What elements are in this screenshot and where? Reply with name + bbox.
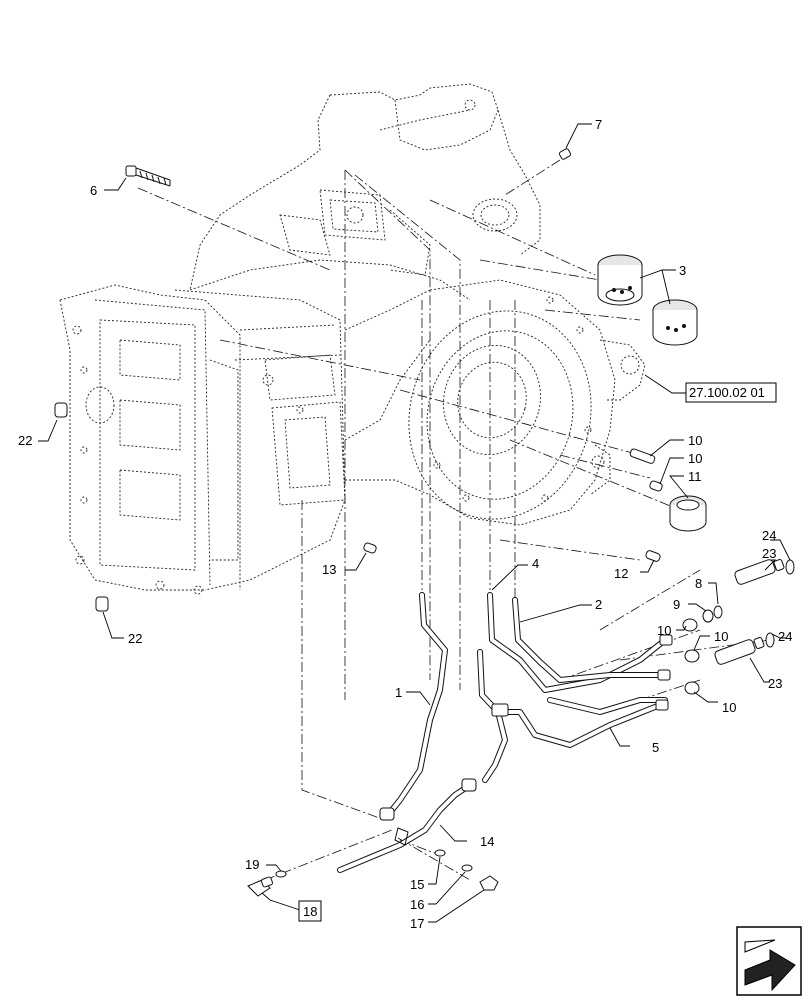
callout-12: 10 bbox=[688, 433, 702, 448]
washer-17 bbox=[434, 849, 446, 857]
callout-22-a: 22 bbox=[18, 433, 32, 448]
reference-link[interactable]: 27.100.02 01 bbox=[685, 382, 777, 403]
callout-23-b: 23 bbox=[768, 676, 782, 691]
callout-9: 9 bbox=[673, 597, 680, 612]
callout-20-box[interactable]: 18 bbox=[298, 900, 322, 922]
pipe-1 bbox=[385, 592, 448, 818]
callout-5: 5 bbox=[652, 740, 659, 755]
pipe-5 bbox=[497, 697, 668, 748]
callout-24-b: 24 bbox=[778, 629, 792, 644]
pin-7 bbox=[558, 148, 572, 160]
arrow-icon[interactable] bbox=[736, 926, 802, 996]
callout-16: 14 bbox=[480, 834, 494, 849]
callout-24-a: 24 bbox=[762, 528, 776, 543]
callout-23-a: 23 bbox=[762, 546, 776, 561]
center-lines bbox=[137, 159, 771, 881]
pin-11 bbox=[649, 480, 663, 492]
bolt-6 bbox=[125, 165, 171, 187]
dowel-22-lower bbox=[95, 596, 109, 612]
callout-15: 13 bbox=[322, 562, 336, 577]
callout-8: 8 bbox=[695, 576, 702, 591]
pin-15 bbox=[363, 542, 377, 554]
callout-2: 2 bbox=[595, 597, 602, 612]
callout-10-a: 10 bbox=[657, 623, 671, 638]
pipe-16 bbox=[337, 649, 508, 873]
callout-10-c: 10 bbox=[722, 700, 736, 715]
callout-19: 17 bbox=[410, 916, 424, 931]
pin-14 bbox=[645, 550, 661, 562]
dowel-22-upper bbox=[54, 402, 68, 418]
leader-lines bbox=[38, 123, 791, 923]
callout-labels: 6 7 3 10 10 11 12 13 4 2 1 5 14 8 9 10 1… bbox=[18, 117, 792, 931]
washers-10 bbox=[682, 618, 700, 695]
seal-24-upper bbox=[785, 559, 795, 575]
bolt-19 bbox=[479, 875, 499, 891]
callout-13: 11 bbox=[688, 469, 702, 484]
seal-24-lower bbox=[765, 632, 775, 648]
sleeve-13 bbox=[669, 495, 707, 532]
callout-1: 1 bbox=[395, 685, 402, 700]
callout-17: 15 bbox=[410, 877, 424, 892]
callout-20: 18 bbox=[303, 904, 317, 919]
callout-7: 7 bbox=[595, 117, 602, 132]
callout-18: 16 bbox=[410, 897, 424, 912]
bushing-3 bbox=[597, 254, 698, 346]
callout-10-b: 10 bbox=[714, 629, 728, 644]
plug-20 bbox=[247, 876, 274, 897]
callout-14: 12 bbox=[614, 566, 628, 581]
washer-21 bbox=[275, 870, 287, 878]
callout-11: 10 bbox=[688, 451, 702, 466]
ring-8-9 bbox=[702, 605, 723, 623]
pin-12 bbox=[629, 448, 656, 464]
pipe-fittings bbox=[379, 634, 673, 846]
callout-4: 4 bbox=[532, 556, 539, 571]
fitting-23-upper bbox=[734, 558, 785, 585]
pipe-2 bbox=[512, 597, 663, 683]
washer-18 bbox=[461, 864, 473, 872]
transmission-housing bbox=[59, 83, 646, 595]
callout-21: 19 bbox=[245, 857, 259, 872]
callout-22-b: 22 bbox=[128, 631, 142, 646]
pipe-4 bbox=[487, 592, 668, 693]
reference-label: 27.100.02 01 bbox=[689, 385, 765, 400]
callout-6: 6 bbox=[90, 183, 97, 198]
callout-3: 3 bbox=[679, 263, 686, 278]
fitting-23-lower bbox=[714, 636, 765, 665]
